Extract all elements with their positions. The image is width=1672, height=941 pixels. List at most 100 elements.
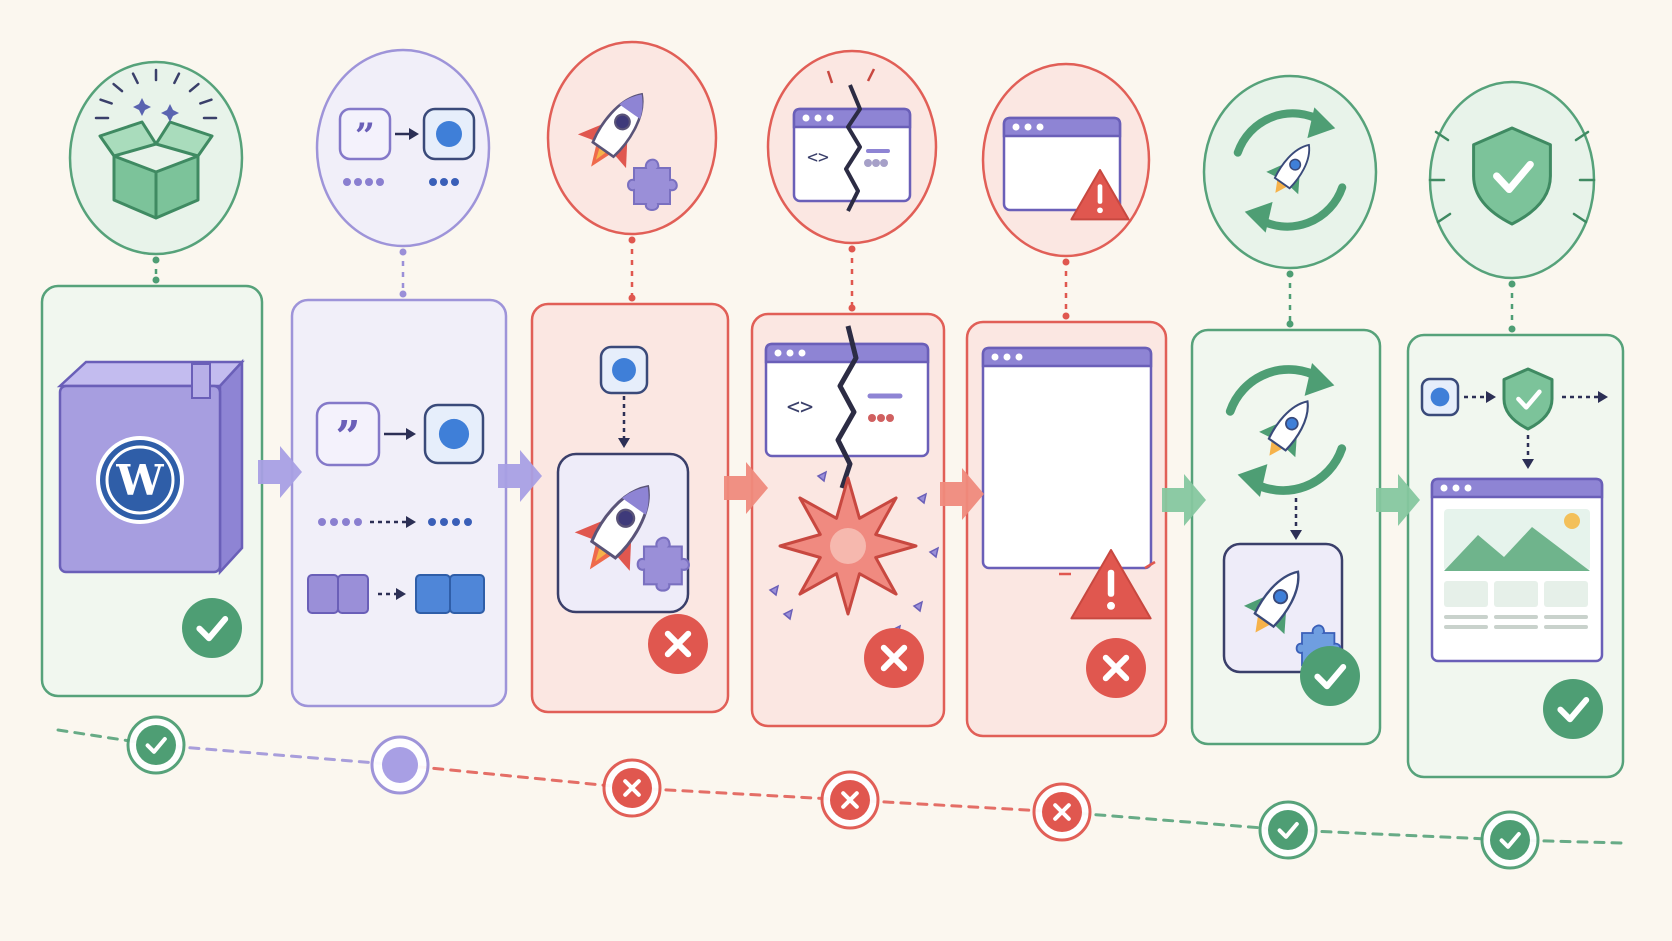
text-line: [1544, 625, 1588, 629]
block-stack-icon: [307, 574, 369, 614]
timeline-node-failure: [1032, 782, 1092, 842]
refresh-arrows-icon: [1233, 107, 1347, 233]
debris: [916, 492, 928, 505]
puzzle-icon: [636, 536, 690, 592]
check-icon: [1268, 810, 1308, 850]
timeline-segment: [398, 763, 634, 790]
dots: [868, 414, 894, 422]
debris: [928, 546, 940, 559]
timeline-segment: [630, 786, 852, 802]
shield-icon: [1502, 367, 1554, 431]
check-icon: [1543, 679, 1603, 739]
timeline: [56, 715, 1624, 870]
arrow-icon: [395, 128, 419, 140]
timeline-node-neutral: [370, 735, 430, 795]
dots: [864, 159, 888, 167]
blue-block-icon: [422, 107, 476, 161]
arrow-icon: [1522, 435, 1534, 469]
connector-dot: [399, 248, 407, 256]
timeline-node-failure: [820, 770, 880, 830]
stage-card-transform: ”: [290, 298, 508, 708]
rocket-icon: [1259, 400, 1309, 458]
arrow-icon: [1464, 391, 1496, 403]
arrow-icon: [618, 396, 630, 448]
connector-dot: [152, 276, 160, 284]
warning-icon: [1070, 549, 1152, 620]
alert-rays: [1059, 560, 1156, 576]
cross-icon: [648, 614, 708, 674]
connector-dot: [628, 294, 636, 302]
check-icon: [1490, 820, 1530, 860]
stage-medallion-package: [68, 60, 244, 284]
refresh-arrows-icon: [1225, 363, 1347, 497]
crack-spark: [826, 70, 834, 84]
debris: [816, 470, 828, 483]
flow-arrow-icon: [724, 462, 768, 514]
check-icon: [1300, 646, 1360, 706]
timeline-segment: [1286, 828, 1512, 842]
wordpress-box-icon: W: [56, 358, 245, 576]
stage-medallion-blank-screen: [981, 62, 1151, 320]
cross-icon: [864, 628, 924, 688]
glow-rays: [1428, 130, 1596, 224]
connector-dot: [1062, 258, 1070, 266]
crack-line: [835, 325, 859, 489]
text-line: [1544, 615, 1588, 619]
wordpress-logo-icon: [96, 436, 184, 524]
connector-dot: [848, 245, 856, 253]
content-tile: [1544, 581, 1588, 607]
stage-card-retry: [1190, 328, 1382, 746]
dots: [343, 178, 384, 186]
connector-dot: [1062, 312, 1070, 320]
timeline-segment: [1060, 810, 1290, 832]
stage-medallion-transform: ”: [315, 48, 491, 298]
debris: [782, 608, 794, 621]
blue-block-icon: [599, 345, 649, 395]
sparkle-icon: [94, 68, 218, 122]
wordpress-logo-letter: W: [115, 456, 164, 505]
neutral-dot: [382, 747, 418, 783]
cross-icon: [612, 768, 652, 808]
cross-icon: [830, 780, 870, 820]
flow-arrow-icon: [1376, 474, 1420, 526]
debris: [768, 584, 780, 597]
svg-text:”: ”: [336, 411, 361, 462]
connector-dot: [1286, 320, 1294, 328]
connector-dot: [1286, 270, 1294, 278]
cross-icon: [1086, 638, 1146, 698]
box-tape: [191, 363, 211, 399]
check-icon: [182, 598, 242, 658]
block-stack-icon: [415, 574, 485, 614]
timeline-segment: [848, 798, 1064, 814]
flow-arrow-icon: [1162, 474, 1206, 526]
timeline-segment: [154, 743, 402, 767]
debris: [912, 600, 924, 613]
rocket-icon: [1243, 570, 1300, 635]
connector-dot: [399, 290, 407, 298]
puzzle-icon: [627, 158, 678, 211]
connector-dot: [1508, 325, 1516, 333]
arrow-icon: [370, 516, 416, 528]
text-line: [1494, 625, 1538, 629]
quote-icon: ”: [315, 401, 381, 467]
warning-icon: [1070, 169, 1130, 221]
stage-medallion-secured: [1428, 80, 1596, 333]
svg-text:”: ”: [355, 116, 375, 157]
opened-box-icon: [98, 120, 214, 220]
arrow-icon: [1290, 498, 1302, 540]
stage-card-secured: [1406, 333, 1625, 779]
code-brackets: <>: [807, 147, 829, 168]
dots: [318, 518, 362, 526]
timeline-node-success: [1258, 800, 1318, 860]
quote-icon: ”: [338, 107, 392, 161]
connector-dot: [848, 304, 856, 312]
crack-line: [844, 84, 862, 212]
crack-spark: [866, 68, 876, 82]
blue-block-icon: [423, 403, 485, 465]
content-tile: [1494, 581, 1538, 607]
arrow-icon: [384, 428, 416, 440]
rocket-icon: [574, 485, 650, 571]
medallion-circle: [546, 40, 718, 236]
